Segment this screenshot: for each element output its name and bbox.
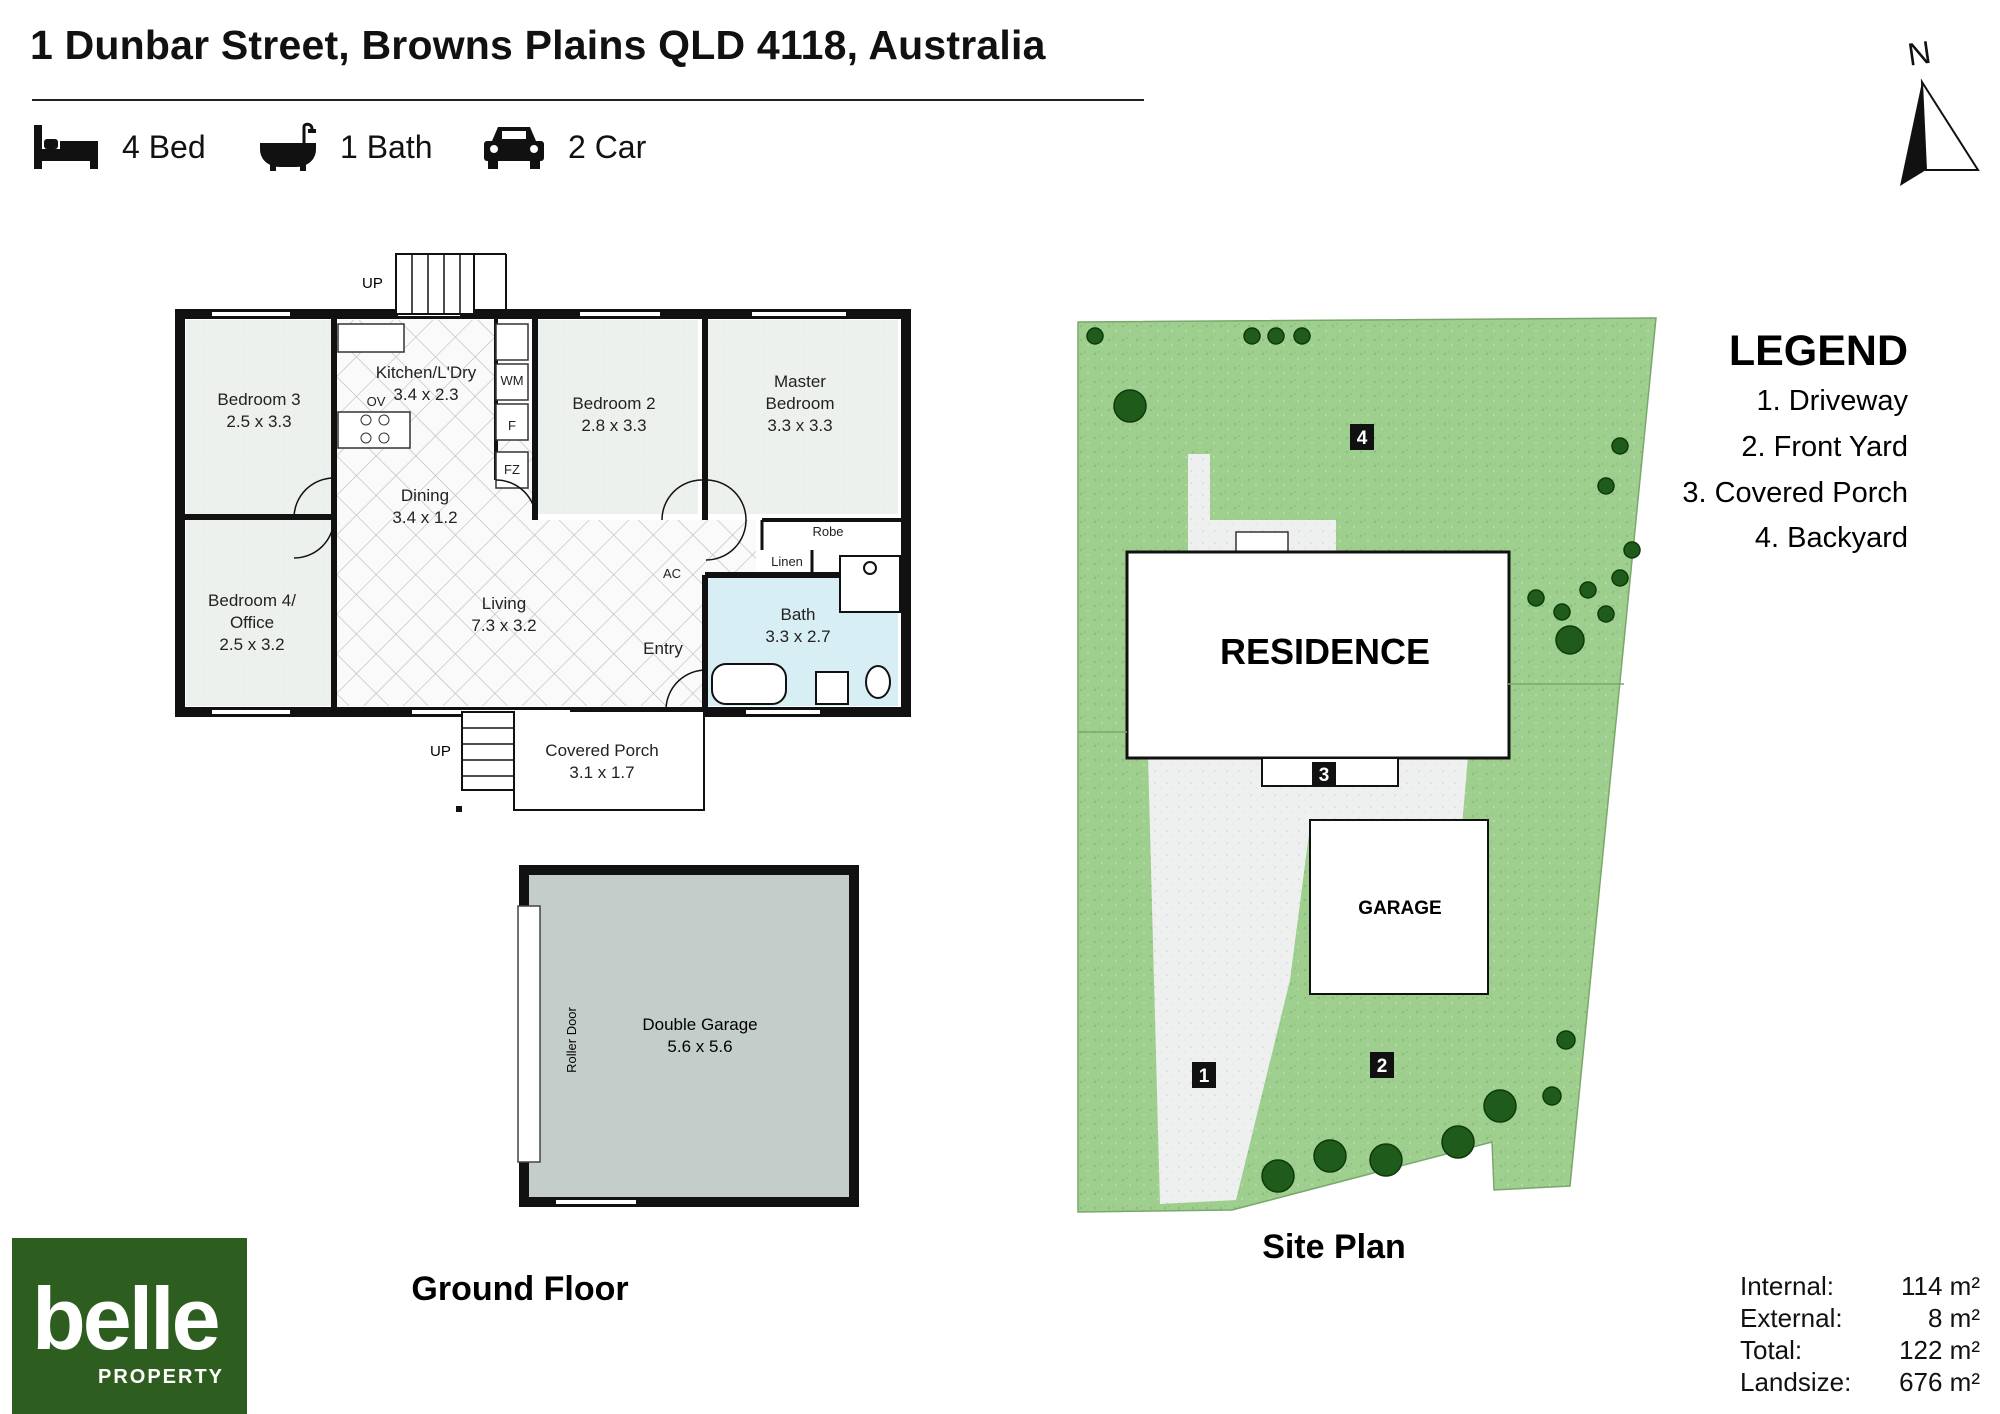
dining-name: Dining — [401, 486, 449, 505]
entry-label: Entry — [643, 639, 683, 658]
master-size: 3.3 x 3.3 — [767, 416, 832, 435]
master-area — [708, 320, 898, 514]
garage-name: Double Garage — [642, 1015, 757, 1034]
stat-value: 8 m² — [1928, 1303, 1980, 1333]
bedroom4-name-1: Bedroom 4/ — [208, 591, 296, 610]
bedroom3-size: 2.5 x 3.3 — [226, 412, 291, 431]
bedroom4-name-2: Office — [230, 613, 274, 632]
legend-title: LEGEND — [1729, 327, 1908, 375]
bedroom2-area — [538, 320, 698, 514]
bedroom4-size: 2.5 x 3.2 — [219, 635, 284, 654]
bed-count: 4 Bed — [122, 128, 206, 165]
bath-icon — [260, 122, 316, 171]
legend-item-covered-porch: 3. Covered Porch — [1682, 477, 1908, 509]
site-plan: RESIDENCE GARAGE 1 2 3 4 — [1077, 317, 1657, 1266]
living-name: Living — [482, 594, 526, 613]
header-divider — [32, 99, 1144, 101]
bedroom4-area — [186, 520, 332, 706]
freezer-label: FZ — [504, 462, 520, 477]
marker-4: 4 — [1357, 428, 1368, 449]
car-icon — [484, 127, 544, 169]
marker-2: 2 — [1377, 1056, 1388, 1077]
bedroom2-name: Bedroom 2 — [572, 394, 655, 413]
stat-label: Internal: — [1740, 1271, 1834, 1301]
north-label: N — [1905, 34, 1933, 73]
bedroom3-area — [186, 320, 332, 514]
robe-label: Robe — [812, 524, 843, 539]
master-name-1: Master — [774, 372, 826, 391]
residence-label: RESIDENCE — [1220, 631, 1430, 672]
bath-feature: 1 Bath — [258, 120, 433, 174]
area-stats: Internal: 114 m² External: 8 m² Total: 1… — [1740, 1270, 1980, 1398]
oven-label: OV — [367, 394, 386, 409]
logo-wordmark: belle — [32, 1269, 221, 1368]
stat-row-total: Total: 122 m² — [1740, 1334, 1980, 1366]
back-stairs-up: UP — [362, 275, 383, 292]
porch-name: Covered Porch — [545, 741, 658, 760]
kitchen-name: Kitchen/L'Dry — [376, 363, 477, 382]
stat-label: Landsize: — [1740, 1367, 1852, 1397]
garage-size: 5.6 x 5.6 — [667, 1037, 732, 1056]
wm-label: WM — [500, 373, 523, 388]
living-size: 7.3 x 3.2 — [471, 616, 536, 635]
stat-label: External: — [1740, 1303, 1843, 1333]
master-name-2: Bedroom — [766, 394, 835, 413]
logo-subtitle: PROPERTY — [98, 1366, 225, 1388]
front-stairs-up: UP — [430, 743, 451, 760]
marker-1: 1 — [1199, 1066, 1210, 1087]
marker-3: 3 — [1319, 765, 1330, 786]
bath-size: 3.3 x 2.7 — [765, 627, 830, 646]
stat-row-landsize: Landsize: 676 m² — [1740, 1366, 1980, 1398]
bedroom2-size: 2.8 x 3.3 — [581, 416, 646, 435]
legend-item-front-yard: 2. Front Yard — [1741, 431, 1908, 463]
bath-count: 1 Bath — [340, 128, 433, 165]
stat-value: 676 m² — [1899, 1367, 1980, 1397]
car-count: 2 Car — [568, 128, 647, 165]
north-arrow-icon: N — [1900, 34, 1980, 186]
dining-size: 3.4 x 1.2 — [392, 508, 457, 527]
stat-value: 122 m² — [1899, 1335, 1980, 1365]
legend-item-driveway: 1. Driveway — [1757, 385, 1909, 417]
legend-item-backyard: 4. Backyard — [1755, 522, 1908, 554]
car-feature: 2 Car — [482, 120, 646, 174]
stat-row-external: External: 8 m² — [1740, 1302, 1980, 1334]
kitchen-size: 3.4 x 2.3 — [393, 385, 458, 404]
porch-size: 3.1 x 1.7 — [569, 763, 634, 782]
roller-door-label: Roller Door — [564, 1006, 579, 1072]
ac-label: AC — [663, 566, 681, 581]
stat-label: Total: — [1740, 1335, 1803, 1365]
fridge-label: F — [508, 418, 516, 433]
belle-property-logo: belle PROPERTY — [12, 1238, 247, 1414]
bed-icon — [34, 125, 98, 169]
living-floor — [336, 520, 756, 706]
stat-row-internal: Internal: 114 m² — [1740, 1270, 1980, 1302]
bath-name: Bath — [781, 605, 816, 624]
bedroom3-name: Bedroom 3 — [217, 390, 300, 409]
site-garage-label: GARAGE — [1358, 898, 1441, 919]
property-address: 1 Dunbar Street, Browns Plains QLD 4118,… — [30, 22, 1046, 68]
floor-plan-caption: Ground Floor — [411, 1270, 628, 1308]
site-plan-caption: Site Plan — [1262, 1228, 1406, 1266]
linen-label: Linen — [771, 554, 803, 569]
floor-plan: UP UP Bedroom 3 2.5 x 3.3 Kitchen/L'Dry … — [175, 253, 911, 1308]
stat-value: 114 m² — [1901, 1271, 1980, 1301]
legend: LEGEND 1. Driveway 2. Front Yard 3. Cove… — [1682, 327, 1908, 554]
bed-feature: 4 Bed — [32, 120, 206, 174]
